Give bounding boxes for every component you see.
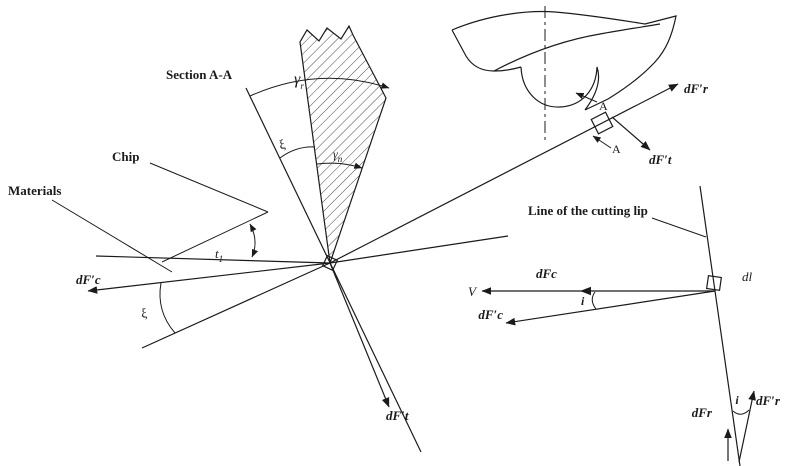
- velocity-label: V: [468, 284, 478, 299]
- dft-top-label: dF′t: [649, 152, 672, 167]
- dfc-prime-arrow: [505, 290, 716, 326]
- dfc-prime-bottom-label: dF′c: [478, 307, 503, 322]
- dfr-prime-bottom-arrow: [738, 390, 756, 463]
- cutting-lip-direction-line: [329, 83, 679, 264]
- drill-point-outline: [451, 10, 677, 111]
- dfc-bottom-label: dFc: [536, 266, 557, 281]
- gamma-r-label: γr: [294, 71, 304, 91]
- material-surface-line: [95, 255, 331, 264]
- left-cutting-figure: Section A-A Chip Materials γr ξ γn t1 dF…: [8, 24, 679, 453]
- section-plane-square: [590, 111, 614, 135]
- section-arrow-top: [575, 92, 598, 103]
- t1-label: t1: [215, 246, 223, 264]
- dfr-bottom-label: dFr: [692, 405, 713, 420]
- i-bottom-label: i: [735, 393, 739, 407]
- dl-label: dl: [742, 269, 753, 284]
- dft-force-arrow: [329, 262, 390, 408]
- dfc-arrowhead: [580, 286, 591, 296]
- chip-hatched-section: [299, 24, 387, 264]
- xi-upper-arc: [279, 146, 316, 159]
- i-mid-label: i: [581, 294, 585, 308]
- dfc-left-label: dF′c: [76, 272, 101, 287]
- section-arrow-bottom: [592, 135, 612, 149]
- i-mid-arc: [591, 291, 597, 310]
- dft-top-force-arrow: [611, 116, 651, 151]
- dfr-top-label: dF′r: [684, 81, 709, 96]
- xi-upper-label: ξ: [276, 136, 287, 152]
- cutting-lip-figure: Line of the cutting lip V dFc i dF′c dl …: [468, 185, 781, 466]
- section-a-bottom-label: A: [612, 142, 621, 156]
- chip-leader-line: [149, 162, 269, 213]
- dft-left-label: dF′t: [386, 408, 409, 423]
- lip-title-label: Line of the cutting lip: [528, 203, 648, 218]
- drill-point-figure: A A dF′r dF′t: [451, 6, 709, 167]
- xi-lower-arc: [159, 282, 176, 334]
- machined-surface-line: [141, 262, 331, 349]
- lip-title-leader: [651, 217, 707, 238]
- xi-lower-label: ξ: [139, 305, 148, 321]
- materials-label: Materials: [8, 183, 61, 198]
- chip-underside-line: [161, 211, 269, 263]
- materials-leader-line: [51, 199, 173, 273]
- t1-dimension-arc: [249, 223, 259, 258]
- dfc-force-arrow: [87, 262, 331, 294]
- tool-point-square: [321, 254, 339, 272]
- reference-line-right: [329, 235, 509, 264]
- gamma-r-arc: [249, 77, 390, 97]
- section-a-top-label: A: [599, 99, 608, 113]
- section-aa-label: Section A-A: [166, 67, 233, 82]
- chip-label: Chip: [112, 149, 139, 164]
- lip-element-square: [705, 274, 723, 292]
- gamma-n-arc: [316, 162, 363, 169]
- cutting-lip-line: [699, 185, 741, 466]
- gamma-n-label: γn: [333, 147, 343, 164]
- dfr-prime-bottom-label: dF′r: [756, 393, 781, 408]
- i-bottom-arc: [732, 409, 750, 415]
